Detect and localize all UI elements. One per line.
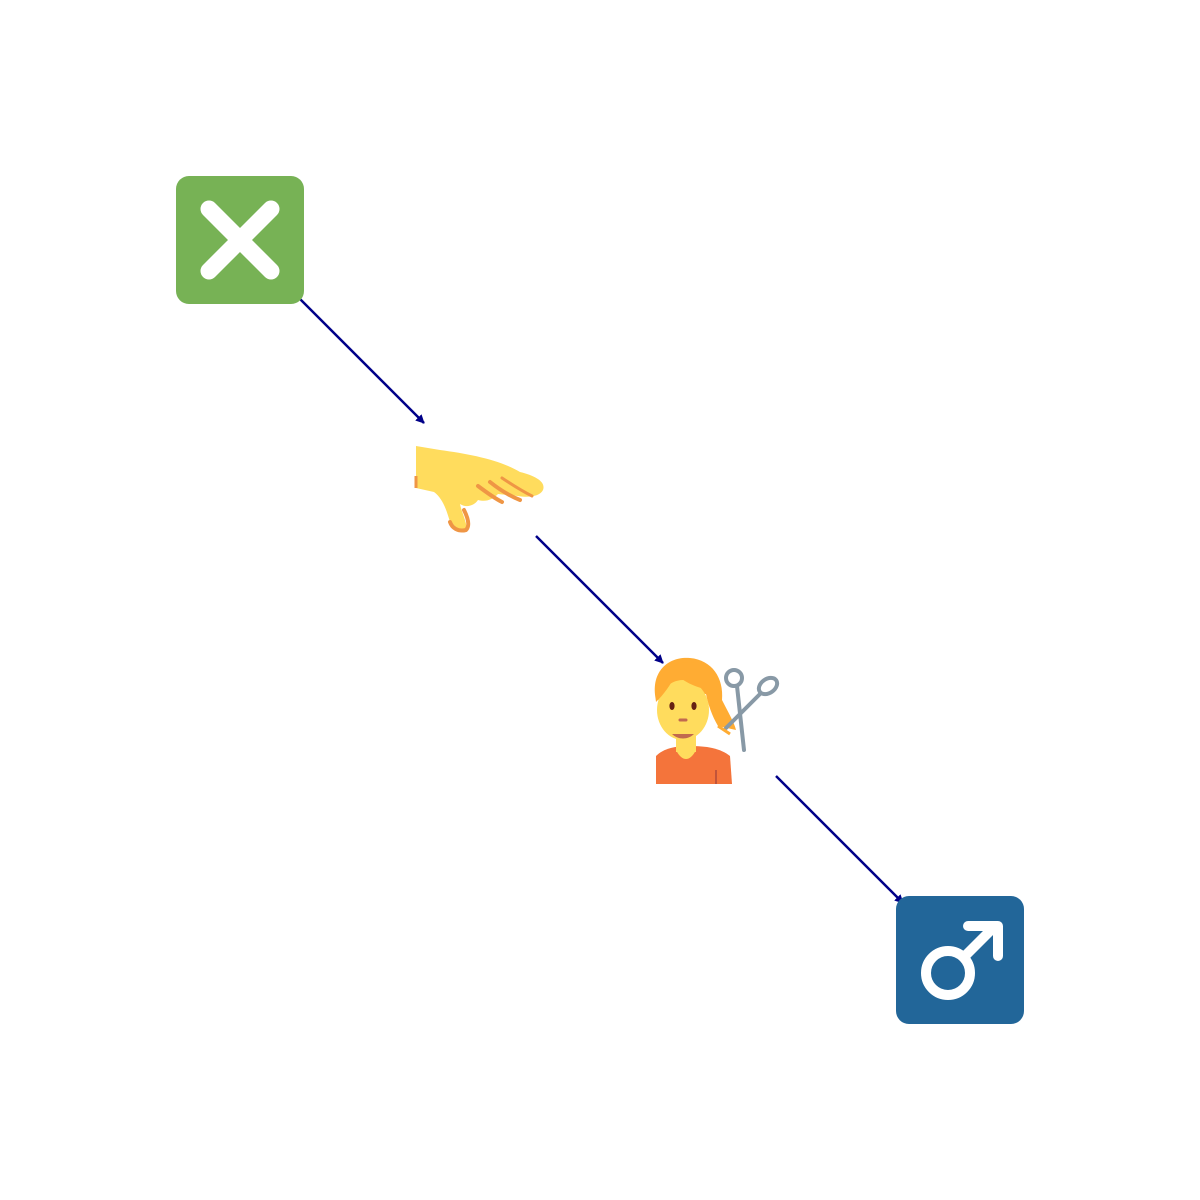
edge-n3-n4 xyxy=(775,775,904,904)
edge-n1-n2 xyxy=(299,298,425,424)
edges xyxy=(299,298,904,904)
edge-n2-n3 xyxy=(535,535,664,664)
pinching-hand-icon xyxy=(414,446,544,533)
person-getting-haircut-icon xyxy=(654,657,780,784)
cross-mark-button-icon xyxy=(176,176,304,304)
male-sign-icon xyxy=(896,896,1024,1024)
